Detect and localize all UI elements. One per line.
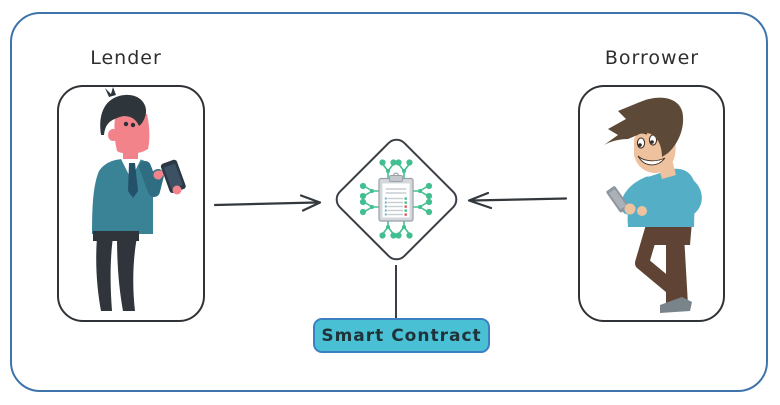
borrower-illustration — [604, 97, 702, 313]
borrower-person — [604, 97, 702, 313]
lender-phone — [160, 159, 186, 193]
contract-connector-line — [395, 265, 398, 318]
lender-person — [92, 87, 186, 311]
clipboard — [378, 172, 414, 222]
checklist-markers — [384, 197, 407, 216]
arrow-lender-to-contract — [213, 194, 322, 212]
borrower-label: Borrower — [604, 47, 700, 69]
borrower-phone — [606, 186, 629, 213]
smart-contract-icon — [359, 159, 433, 239]
lender-label: Lender — [90, 47, 162, 69]
smart-contract-badge: Smart Contract — [313, 318, 490, 353]
diagram-border — [10, 12, 768, 392]
hair-tuft — [105, 87, 116, 97]
lender-illustration — [92, 87, 186, 311]
borrower-card — [578, 85, 725, 322]
smart-contract-label: Smart Contract — [321, 325, 482, 346]
lender-card — [57, 85, 205, 322]
arrow-borrower-to-contract — [467, 191, 568, 210]
network-nodes — [359, 159, 433, 239]
